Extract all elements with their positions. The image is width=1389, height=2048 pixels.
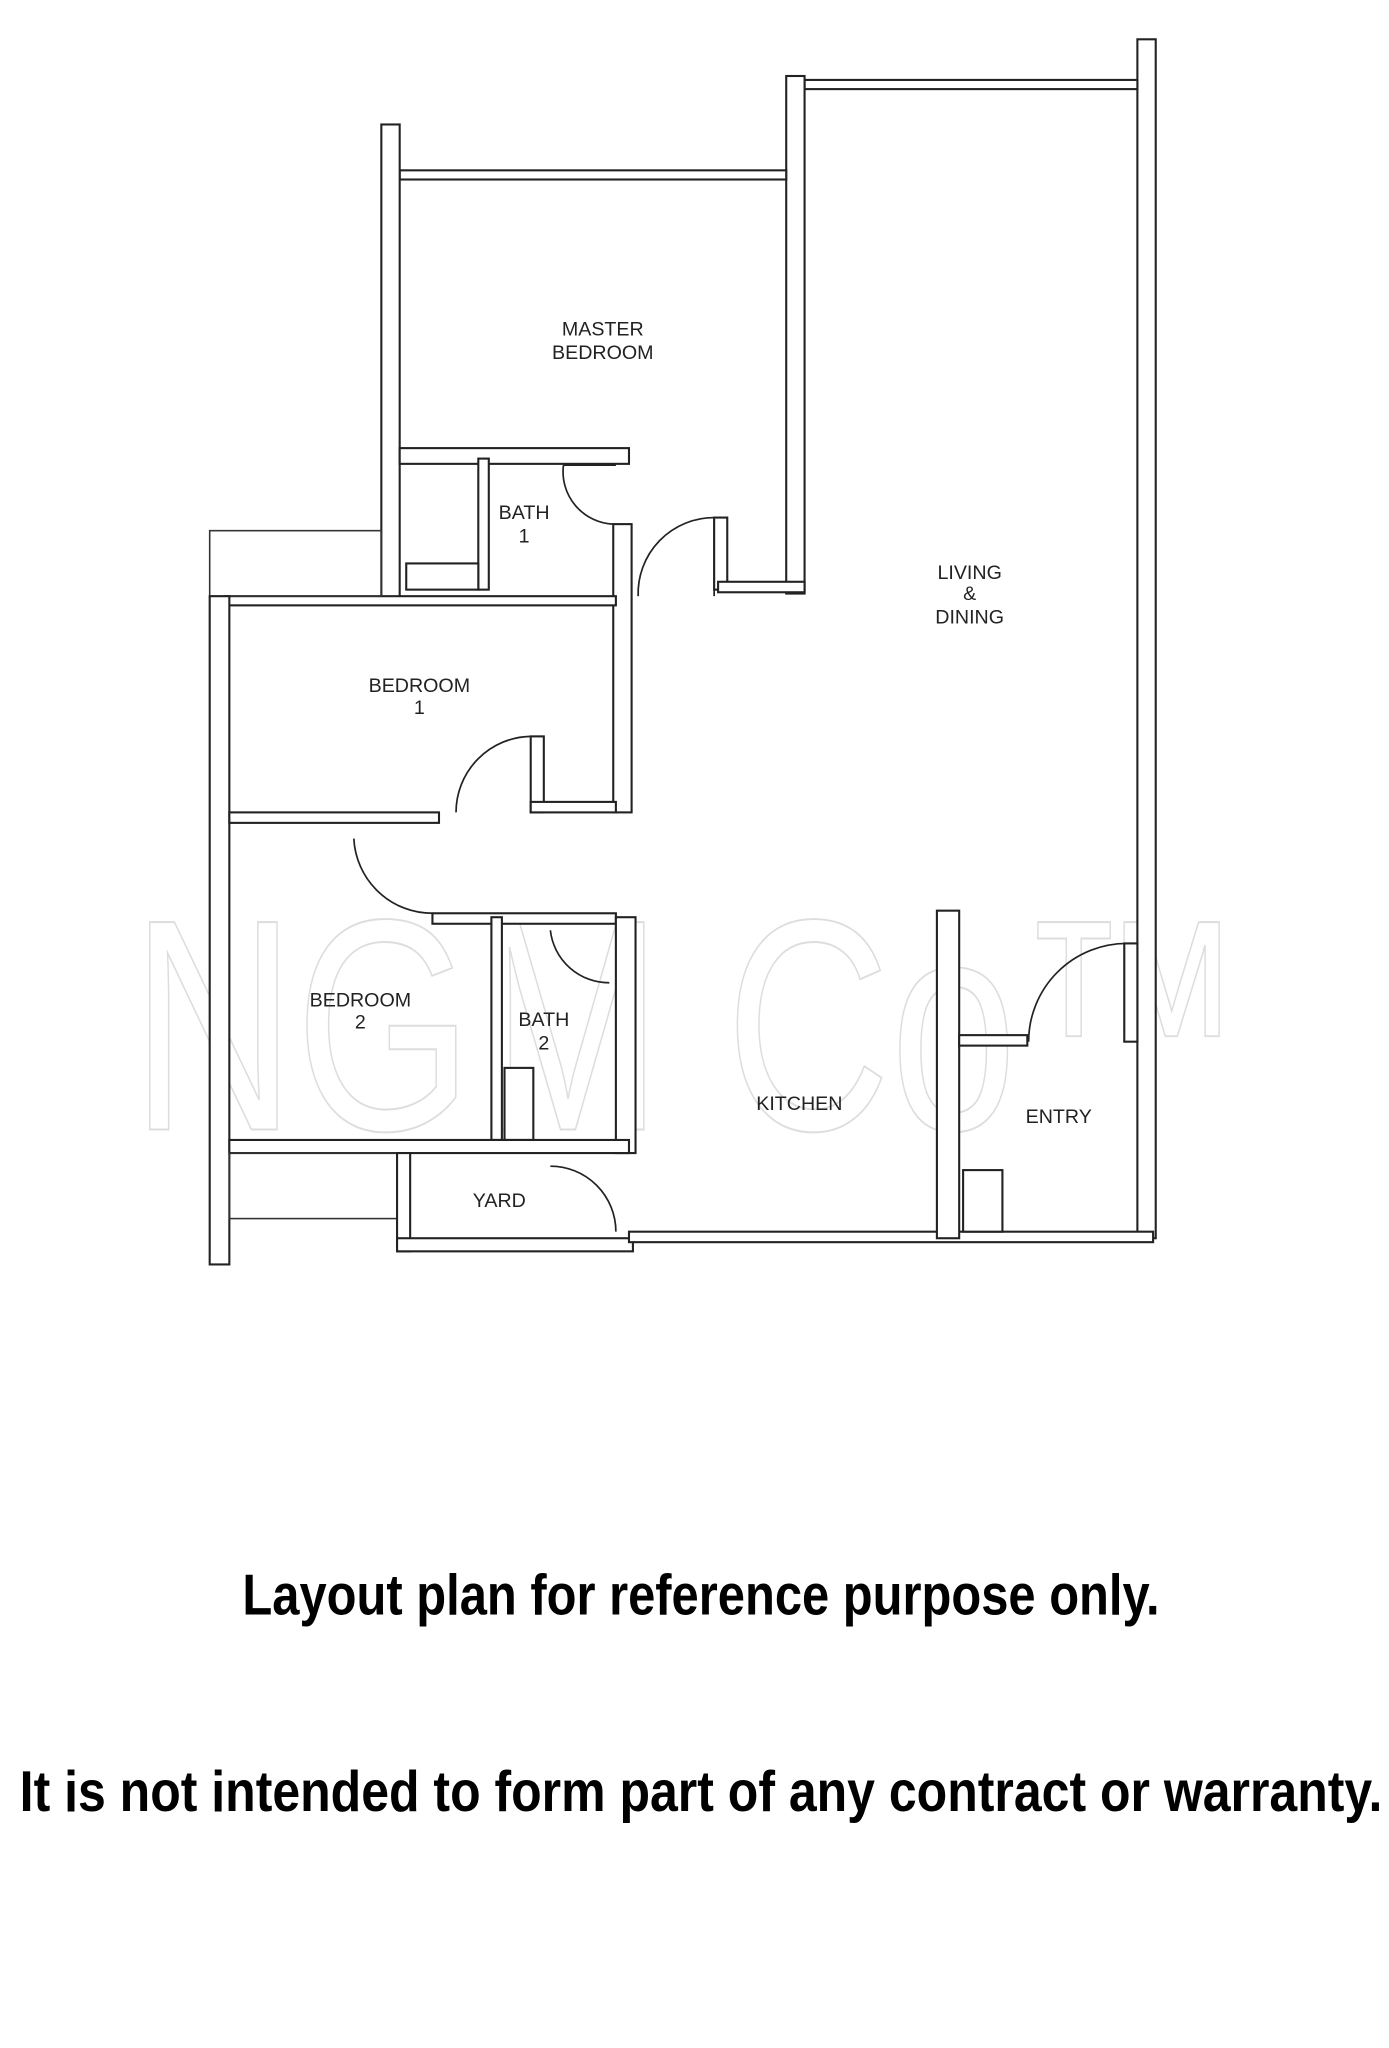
label-living-2: & (963, 583, 976, 605)
door-bath1 (562, 464, 616, 525)
wall-bedroom1-bottom (228, 811, 441, 824)
label-bedroom2-2: 2 (355, 1012, 366, 1034)
label-bedroom1-1: BEDROOM (369, 675, 470, 697)
label-master-bedroom-2: BEDROOM (552, 342, 653, 364)
door-bedroom1 (455, 735, 531, 813)
wall-bath2-right (614, 916, 637, 1155)
label-yard: YARD (473, 1190, 526, 1212)
door-entry (1027, 942, 1127, 1042)
label-bath2-1: BATH (518, 1009, 569, 1031)
wall-bedroom1-top (224, 595, 617, 607)
wall-kitchen-entry (935, 909, 961, 1240)
disclaimer-line-1: Layout plan for reference purpose only. (242, 1563, 1159, 1627)
wall-closet-bottom (529, 800, 617, 814)
room-labels: MASTER BEDROOM BATH 1 LIVING & DINING BE… (310, 318, 1092, 1211)
wall-entry-stub (958, 1034, 1029, 1047)
label-bedroom2-1: BEDROOM (310, 989, 411, 1011)
label-kitchen: KITCHEN (756, 1093, 842, 1115)
wall-right-outer (1136, 38, 1157, 1240)
disclaimer-line-2: It is not intended to form part of any c… (20, 1760, 1383, 1824)
label-master-bedroom-1: MASTER (562, 318, 644, 340)
wall-master-living (785, 74, 806, 595)
wall-master-left (380, 123, 401, 604)
entry-door-jamb (1123, 942, 1139, 1043)
bath2-fixture (503, 1066, 535, 1142)
door-bath2 (549, 930, 610, 984)
label-bedroom1-2: 1 (414, 697, 425, 719)
wall-master-stub (713, 516, 729, 591)
wall-yard-left (396, 1152, 412, 1253)
balcony-left (208, 529, 383, 597)
wall-bedroom2-bottom (228, 1138, 631, 1155)
wall-bath1-left (477, 457, 490, 591)
label-entry: ENTRY (1026, 1106, 1092, 1128)
door-yard (550, 1165, 617, 1232)
label-bath2-2: 2 (538, 1033, 549, 1055)
wall-master-bottom (717, 580, 806, 594)
wall-bottom (627, 1230, 1155, 1244)
walls (208, 38, 1157, 1266)
entry-closet (962, 1169, 1004, 1233)
label-bath1-1: BATH (499, 502, 550, 524)
wall-bath2-top (431, 912, 617, 925)
wall-bedroom1-right (612, 523, 633, 814)
door-master (637, 516, 716, 597)
wall-left-outer (208, 595, 231, 1266)
door-bedroom2 (352, 838, 433, 915)
watermark: NGM Co™ (131, 856, 1245, 1193)
living-window (803, 78, 1139, 91)
label-living-3: DINING (935, 607, 1004, 629)
wall-bath1-top (398, 447, 631, 465)
label-living-1: LIVING (937, 562, 1001, 584)
wall-yard-bottom (396, 1237, 634, 1253)
master-window (398, 169, 788, 181)
label-bath1-2: 1 (519, 525, 530, 547)
bath1-fixture (405, 562, 480, 591)
doors (352, 464, 1127, 1232)
wall-bath2-left (490, 916, 503, 1142)
